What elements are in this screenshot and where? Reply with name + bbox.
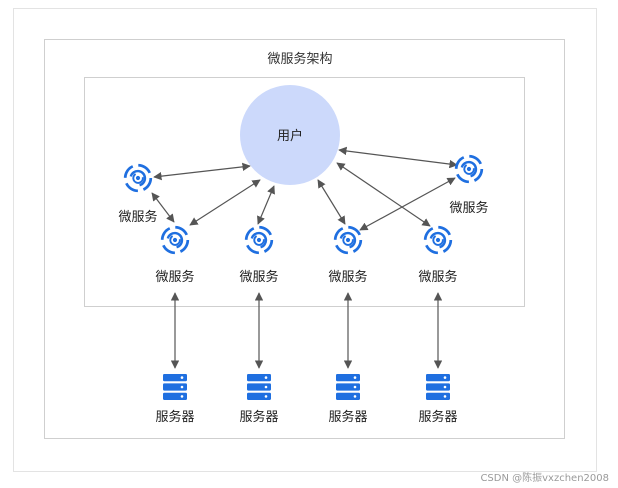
microservice-node-1: 微服务 (155, 225, 195, 285)
edge-ms-tl-user (153, 162, 251, 181)
server-node-1: 服务器 (155, 374, 195, 425)
architecture-boundary (44, 39, 565, 439)
edges (151, 146, 458, 369)
edge-ms-tr-user (338, 146, 458, 169)
edge-ms-tl-ms-1 (151, 192, 175, 223)
architecture-title: 微服务架构 (267, 51, 332, 67)
microservice-label: 微服务 (418, 269, 457, 285)
microservice-label: 微服务 (118, 209, 157, 225)
server-stack-icon (426, 374, 450, 400)
server-label: 服务器 (328, 409, 367, 425)
server-node-3: 服务器 (328, 374, 368, 425)
user-circle (240, 85, 340, 185)
server-stack-icon (247, 374, 271, 400)
microservice-node-4: 微服务 (418, 225, 458, 285)
user-label: 用户 (277, 128, 303, 144)
figure-frame (13, 8, 597, 472)
microservice-node-top-right: 微服务 (449, 154, 489, 216)
microservice-node-2: 微服务 (239, 225, 279, 285)
microservice-label: 微服务 (449, 200, 488, 216)
server-node-4: 服务器 (418, 374, 458, 425)
microservice-label: 微服务 (155, 269, 194, 285)
server-label: 服务器 (418, 409, 457, 425)
edge-ms-4-user (336, 162, 431, 227)
edge-ms-1-user (189, 179, 261, 226)
server-stack-icon (163, 374, 187, 400)
user-node: 用户 (240, 85, 340, 185)
server-stack-icon (336, 374, 360, 400)
microservice-boundary (84, 77, 525, 307)
server-label: 服务器 (239, 409, 278, 425)
edge-ms-2-user (257, 185, 275, 225)
server-label: 服务器 (155, 409, 194, 425)
microservice-node-3: 微服务 (328, 225, 368, 285)
server-node-2: 服务器 (239, 374, 279, 425)
watermark-text: CSDN @陈振vxzchen2008 (480, 471, 609, 484)
microservice-label: 微服务 (328, 269, 367, 285)
microservice-label: 微服务 (239, 269, 278, 285)
microservice-node-top-left: 微服务 (118, 163, 158, 225)
